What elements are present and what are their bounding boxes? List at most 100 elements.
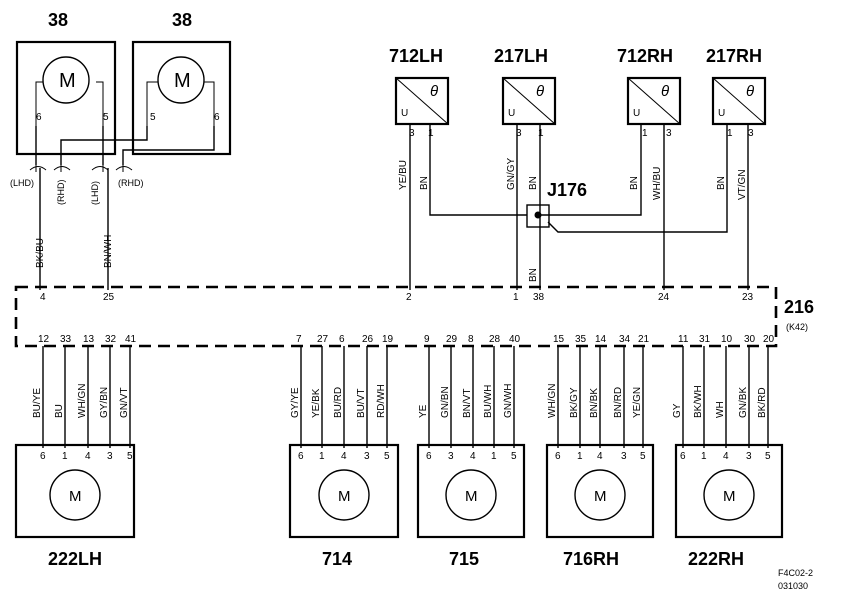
ecu-pin: 26 (362, 334, 374, 345)
wire-color-label: BN (629, 176, 640, 190)
wire-color-label: GN/VT (119, 387, 130, 418)
junction-j176-box (526, 204, 550, 228)
wire-color-label: BU (54, 404, 65, 418)
ecu-pin: 23 (742, 292, 754, 303)
sensor-diagonal (712, 77, 766, 125)
ecu-pin: 6 (339, 334, 345, 345)
ecu-pin: 34 (619, 334, 631, 345)
wire-color-label: BU/WH (483, 385, 494, 418)
sensor-label: 217LH (494, 46, 548, 66)
motor-38-right-symbol: M (174, 70, 191, 92)
motor-symbol: M (723, 488, 736, 505)
ecu-pin: 7 (296, 334, 302, 345)
ecu-pin: 29 (446, 334, 458, 345)
ecu-pin: 20 (763, 334, 775, 345)
motor-symbol: M (338, 488, 351, 505)
motor-icon (703, 469, 755, 521)
motor-label: 716RH (563, 549, 619, 569)
ecu-pin: 12 (38, 334, 50, 345)
motor-38-right-internal (146, 81, 215, 126)
wire-color-label: GN/BN (440, 386, 451, 418)
motor-label: 222RH (688, 549, 744, 569)
sensor-u: U (508, 108, 515, 119)
rhd-label-2: (RHD) (118, 178, 144, 188)
ecu-216-box (14, 285, 778, 348)
wire-color-label: BN (528, 268, 539, 282)
pin-label: 6 (680, 451, 686, 462)
ecu-pin: 14 (595, 334, 607, 345)
motor-icon (49, 469, 101, 521)
wire-color-label: RD/WH (376, 384, 387, 418)
motor-icon (445, 469, 497, 521)
sensor-label: 712RH (617, 46, 673, 66)
wire-color-label: BN (419, 176, 430, 190)
sensor-diagonal (627, 77, 681, 125)
pin-label: 1 (701, 451, 707, 462)
pin-label: 1 (491, 451, 497, 462)
wire-color-label: GN/WH (503, 384, 514, 418)
drawing-code: F4C02-2 (778, 568, 813, 578)
motor-box (288, 443, 400, 539)
ecu-pin: 30 (744, 334, 756, 345)
motor-38-right-label: 38 (172, 10, 192, 30)
pin-label: 1 (642, 128, 648, 139)
wire-color-label: BN/BK (589, 388, 600, 418)
motor-label: 222LH (48, 549, 102, 569)
drawing-date: 031030 (778, 581, 808, 591)
ecu-sublabel: (K42) (786, 322, 808, 332)
junction-label: J176 (547, 180, 587, 200)
ecu-pin: 4 (40, 292, 46, 303)
motor-icon (318, 469, 370, 521)
ecu-pin: 31 (699, 334, 711, 345)
left-harness-wires (39, 168, 109, 290)
lhd-label-1: (LHD) (10, 178, 34, 188)
ecu-pin: 13 (83, 334, 95, 345)
ecu-pin: 27 (317, 334, 329, 345)
lhd-rhd-brackets (29, 166, 133, 171)
wire-color-label: YE/GN (632, 387, 643, 418)
pin-label: 5 (384, 451, 390, 462)
sensor-theta: θ (536, 83, 544, 100)
ecu-pin: 9 (424, 334, 430, 345)
ecu-pin: 41 (125, 334, 137, 345)
wire-color-label: GY/YE (290, 387, 301, 418)
pin-label: 1 (727, 128, 733, 139)
wire-color-label: BN (528, 176, 539, 190)
motor-box (674, 443, 784, 539)
sensor-217rh: 217RH U θ (706, 46, 767, 126)
sensor-theta: θ (746, 83, 754, 100)
ecu-pin: 11 (678, 334, 689, 345)
wire-color-label: BN/RD (613, 387, 624, 418)
bottom-motors: BU/YE6BU1WH/GN4GY/BN3GN/VT5M222LHGY/YE6Y… (14, 346, 784, 569)
ecu-pin: 1 (513, 292, 519, 303)
pin-label: 3 (621, 451, 627, 462)
pin-label: 4 (341, 451, 347, 462)
motor-label: 715 (449, 549, 479, 569)
ecu-pin: 38 (533, 292, 545, 303)
ecu-label: 216 (784, 297, 814, 317)
motor-38-left-icon (42, 56, 90, 104)
ecu-pin: 2 (406, 292, 412, 303)
sensor-u: U (633, 108, 640, 119)
pin-label: 1 (62, 451, 68, 462)
wire-color-label: BU/YE (32, 388, 43, 418)
wire-color-label: YE/BU (398, 160, 409, 190)
pin-label: 6 (426, 451, 432, 462)
motor-box (545, 443, 655, 539)
pin-label: 4 (723, 451, 729, 462)
motor-38-right-icon (157, 56, 205, 104)
ecu-pin: 10 (721, 334, 733, 345)
motor-38-crossover-wires (35, 126, 215, 165)
pin-label: 5 (640, 451, 646, 462)
wire-color-label: VT/GN (737, 169, 748, 200)
ecu-pin: 15 (553, 334, 565, 345)
rhd-label-1: (RHD) (56, 180, 66, 206)
wire-color-label: BK/BU (35, 238, 46, 268)
pin-label: 4 (597, 451, 603, 462)
